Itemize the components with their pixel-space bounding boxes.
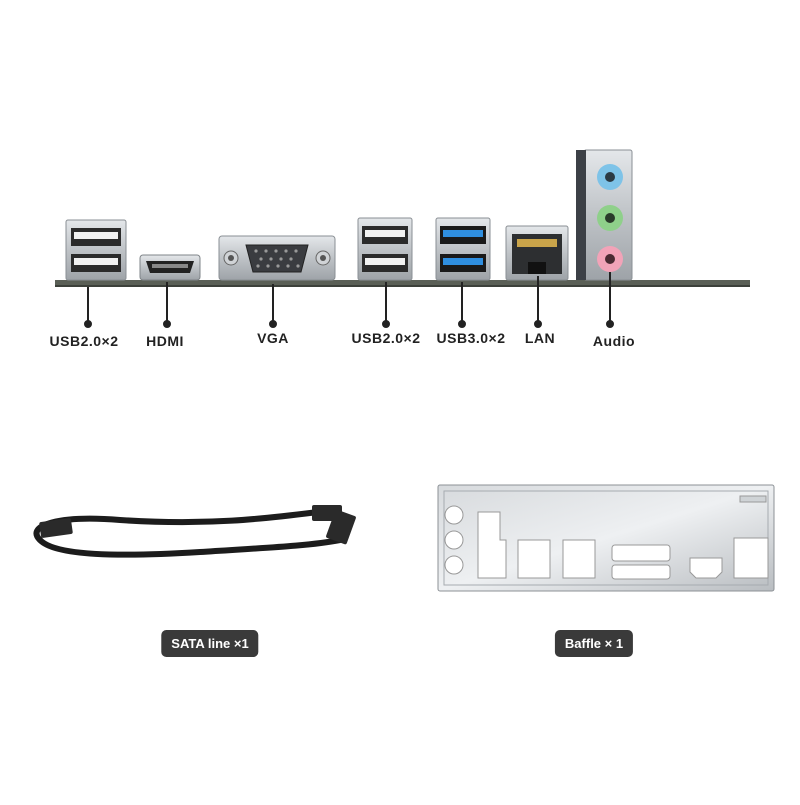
port-label-lan: LAN	[524, 330, 556, 346]
audio-jack-icon	[576, 149, 633, 281]
usb3-port-icon	[435, 217, 491, 281]
port-label-usb2-left: USB2.0×2	[49, 333, 119, 349]
usb-port-icon	[65, 219, 127, 281]
sata-cable-icon	[33, 505, 356, 558]
accessory-label-sata: SATA line ×1	[161, 630, 259, 657]
accessory-label-baffle: Baffle × 1	[554, 630, 634, 657]
lan-port-icon	[505, 225, 569, 281]
port-label-usb2-right: USB2.0×2	[351, 330, 421, 346]
leader-lines	[84, 272, 614, 328]
port-label-vga: VGA	[257, 330, 289, 346]
hdmi-port-icon	[139, 254, 201, 281]
vga-port-icon	[218, 235, 336, 281]
port-label-audio: Audio	[592, 333, 636, 349]
io-shield-icon	[437, 484, 775, 592]
port-label-hdmi: HDMI	[146, 333, 184, 349]
usb-port-icon	[357, 217, 413, 281]
port-label-usb3: USB3.0×2	[436, 330, 506, 346]
pcb-edge	[55, 280, 750, 287]
